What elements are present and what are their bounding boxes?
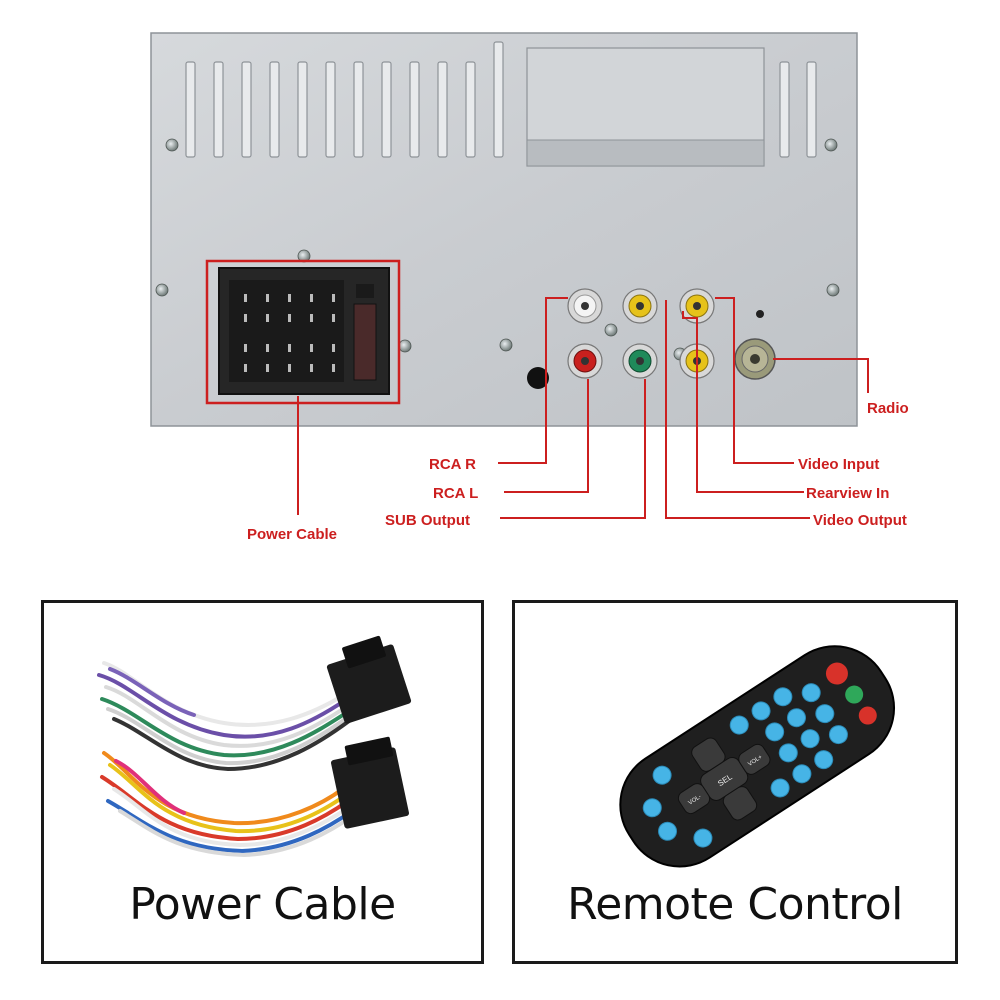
mode-button[interactable] (842, 682, 867, 707)
power-connector-highlight (205, 259, 401, 405)
remote-control-caption: Remote Control (567, 879, 903, 930)
lower-wire-bundle (100, 751, 356, 858)
callout-rearview-in: Rearview In (806, 485, 889, 502)
mute-button[interactable] (855, 703, 880, 728)
indicator-hole (756, 310, 764, 318)
power-cable-panel: Power Cable (41, 600, 484, 964)
callout-power-cable: Power Cable (247, 526, 337, 543)
iso-connector (218, 267, 390, 395)
lower-connector (331, 736, 409, 829)
callout-radio: Radio (867, 400, 909, 417)
mounting-bracket (526, 47, 765, 167)
remote-control-illustration: SEL VOL+ VOL- (619, 645, 896, 868)
remote-control-panel: SEL VOL+ VOL- Remote Control (512, 600, 958, 964)
mic-hole (527, 367, 549, 389)
callout-rca-l: RCA L (433, 485, 478, 502)
power-button-icon[interactable] (822, 658, 852, 688)
number-keypad[interactable] (628, 670, 858, 865)
vent-slots-left (185, 41, 504, 158)
screws (155, 138, 840, 361)
callout-sub-output: SUB Output (385, 512, 470, 529)
callout-rca-r: RCA R (429, 456, 476, 473)
upper-wire-bundle (97, 661, 351, 772)
rca-jack-green (622, 343, 658, 379)
upper-connector (326, 635, 412, 724)
callout-video-input: Video Input (798, 456, 879, 473)
callout-leader-lines (297, 297, 869, 519)
rca-jack-white (567, 288, 603, 324)
radio-antenna-jack (734, 338, 776, 380)
callout-video-output: Video Output (813, 512, 907, 529)
power-cable-caption: Power Cable (129, 879, 396, 930)
power-cable-illustration (97, 635, 412, 858)
rca-jack-red (567, 343, 603, 379)
rear-panel-diagram: Radio RCA R RCA L SUB Output Video Input… (150, 32, 909, 543)
vent-slots-right (779, 61, 817, 158)
rca-jack-yellow-1 (622, 288, 658, 324)
navigation-pad[interactable] (659, 716, 790, 843)
